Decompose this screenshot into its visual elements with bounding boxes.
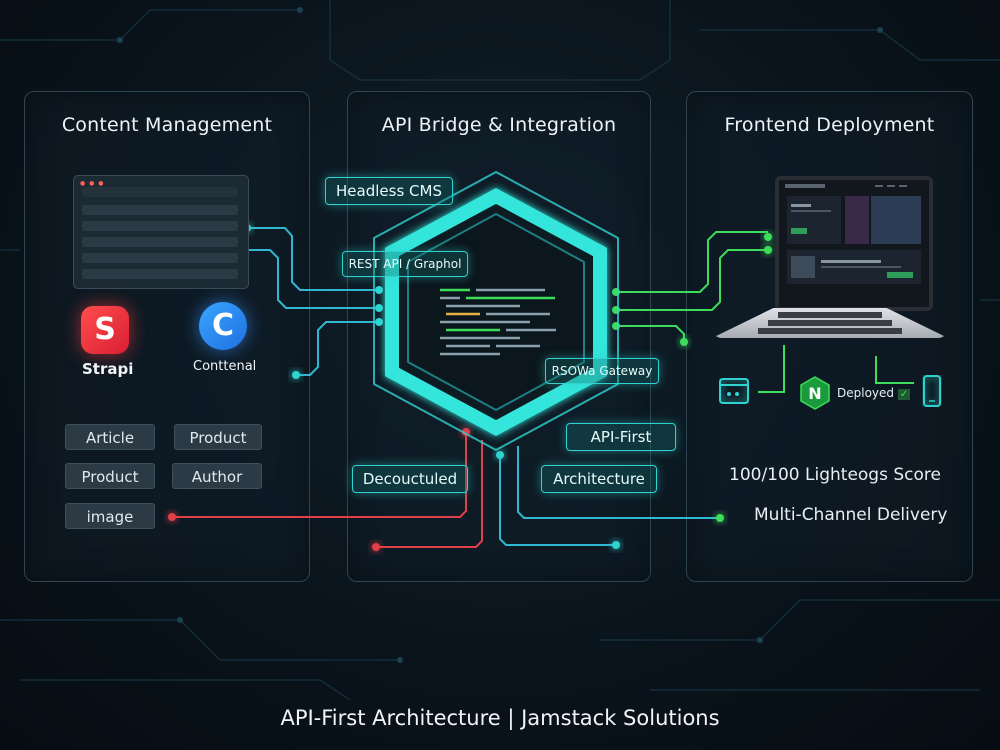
panel-title-content: Content Management bbox=[61, 114, 273, 136]
contentful-label: Conttenal bbox=[193, 359, 257, 374]
connector-red-1 bbox=[172, 432, 467, 518]
connector-green-5 bbox=[875, 356, 914, 384]
cms-row bbox=[82, 221, 238, 231]
rest-api-tag: REST API / Graphol bbox=[342, 251, 468, 277]
multi-channel-delivery: Multi-Channel Delivery bbox=[754, 505, 948, 525]
content-management-panel: Content Management bbox=[24, 91, 310, 582]
headless-cms-tag: Headless CMS bbox=[325, 177, 453, 205]
panel-title-frontend: Frontend Deployment bbox=[724, 114, 935, 136]
strapi-label: Strapi bbox=[82, 360, 134, 378]
connector-green-4 bbox=[758, 345, 785, 393]
cms-dashboard-window: ● ● ● bbox=[73, 175, 249, 289]
nginx-icon: N bbox=[800, 376, 830, 410]
content-type-tag: Author bbox=[172, 463, 262, 489]
connector-green-2 bbox=[616, 249, 768, 311]
decoupled-tag: Decouctuled bbox=[352, 465, 468, 493]
connector-green-3 bbox=[616, 325, 685, 342]
content-type-tag: Article bbox=[65, 424, 155, 450]
strapi-icon: S bbox=[81, 306, 129, 354]
check-icon: ✓ bbox=[897, 389, 911, 400]
contentful-icon: C bbox=[199, 302, 247, 350]
nginx-glyph: N bbox=[808, 384, 821, 403]
connector-cyan-3 bbox=[296, 321, 379, 376]
cms-row bbox=[82, 269, 238, 279]
window-controls-icon: ● ● ● bbox=[80, 180, 105, 187]
website-preview bbox=[779, 180, 929, 307]
lighthouse-score: 100/100 Lighteogs Score bbox=[729, 465, 941, 485]
content-type-tag: Product bbox=[65, 463, 155, 489]
api-first-tag: API-First bbox=[566, 423, 676, 451]
browser-window-icon bbox=[719, 378, 749, 404]
cms-header-row bbox=[82, 187, 238, 197]
content-type-tag: image bbox=[65, 503, 155, 529]
connector-cyan-2 bbox=[247, 249, 379, 309]
cms-row bbox=[82, 237, 238, 247]
api-hub-hexagon bbox=[373, 170, 619, 452]
content-type-tag: Product bbox=[174, 424, 262, 450]
panel-title-api: API Bridge & Integration bbox=[381, 114, 617, 136]
code-lines-icon bbox=[440, 288, 556, 356]
connector-cyan-1 bbox=[247, 227, 379, 291]
architecture-tag: Architecture bbox=[541, 465, 657, 493]
mobile-phone-icon bbox=[923, 375, 941, 407]
cms-row bbox=[82, 205, 238, 215]
footer-caption: API-First Architecture | Jamstack Soluti… bbox=[280, 706, 720, 730]
connector-cyan-4 bbox=[499, 455, 616, 546]
gateway-tag: RSOWa Gateway bbox=[545, 358, 659, 384]
connector-red-2 bbox=[376, 440, 483, 548]
laptop-screen bbox=[775, 176, 933, 311]
deployed-label: Deployed bbox=[837, 386, 895, 400]
cms-row bbox=[82, 253, 238, 263]
connector-cyan-5 bbox=[517, 446, 720, 519]
deployed-status: Deployed ✓ bbox=[837, 386, 911, 400]
connector-green-1 bbox=[616, 231, 768, 293]
